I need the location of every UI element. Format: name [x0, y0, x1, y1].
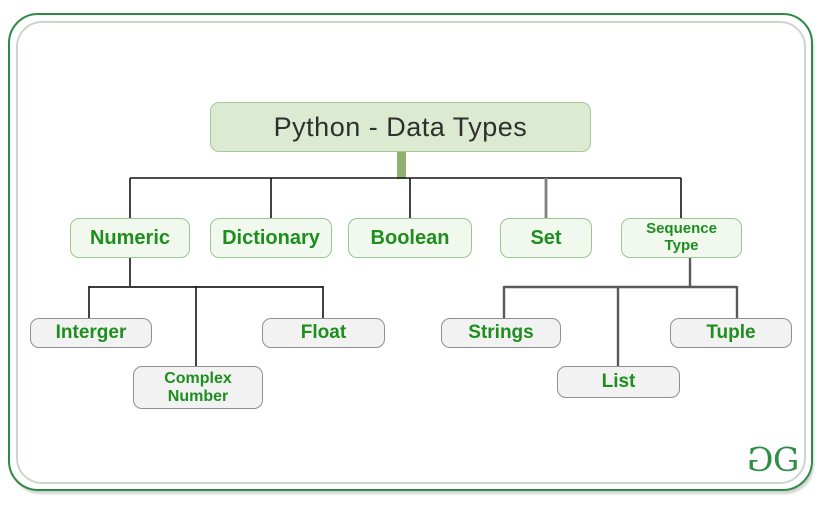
node-complex-number: Complex Number: [133, 366, 263, 409]
node-dictionary: Dictionary: [210, 218, 332, 258]
root-stub-connector: [397, 151, 406, 179]
inner-gray-frame: [16, 21, 806, 484]
outer-green-frame: [8, 13, 813, 491]
geeksforgeeks-logo-g-left: G: [748, 439, 773, 479]
node-python-data-types: Python - Data Types: [210, 102, 591, 152]
node-strings: Strings: [441, 318, 561, 348]
node-list: List: [557, 366, 680, 398]
node-numeric: Numeric: [70, 218, 190, 258]
node-float: Float: [262, 318, 385, 348]
node-set: Set: [500, 218, 592, 258]
geeksforgeeks-logo-g-right: G: [773, 439, 799, 479]
node-tuple: Tuple: [670, 318, 792, 348]
node-interger: Interger: [30, 318, 152, 348]
node-sequence-type: Sequence Type: [621, 218, 742, 258]
node-boolean: Boolean: [348, 218, 472, 258]
